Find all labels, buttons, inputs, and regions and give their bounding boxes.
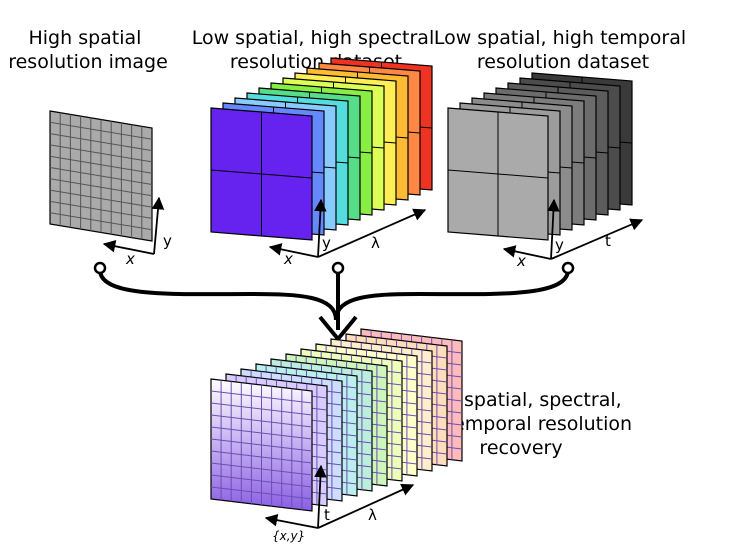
panel-high-spatial-image: x y	[49, 110, 172, 268]
wavelength-axis-arrow	[317, 208, 427, 258]
grid-line	[49, 200, 153, 219]
high-resolution-grid	[49, 110, 153, 242]
x-axis-label: x	[516, 252, 526, 270]
caption-line: resolution image	[8, 51, 168, 73]
input-node-spectral	[331, 261, 345, 275]
grid-line	[210, 474, 313, 488]
temporal-slice	[447, 107, 549, 241]
spectral-slice	[210, 107, 313, 241]
fusion-connector	[93, 261, 575, 343]
grid-line	[49, 189, 153, 208]
grid-line	[210, 169, 313, 179]
y-axis-arrow	[547, 198, 560, 260]
temporal-slice-stack	[447, 72, 633, 241]
xy-axis-label: {x,y}	[272, 529, 305, 543]
x-axis-label: x	[125, 250, 135, 268]
x-axis-arrow	[502, 245, 552, 260]
x-axis-label: x	[283, 250, 293, 268]
connector-curve-left	[98, 269, 338, 321]
y-axis-label: y	[555, 236, 564, 254]
panel-temporal-dataset: x y t	[447, 72, 644, 270]
time-axis-label: t	[605, 232, 611, 250]
wavelength-axis-label: λ	[368, 506, 377, 524]
spectral-slice-stack	[210, 57, 433, 241]
connector-curve-right	[334, 269, 570, 321]
wavelength-axis-label: λ	[371, 234, 380, 252]
caption-line: High spatial	[28, 27, 141, 49]
t-axis-arrow	[314, 464, 327, 529]
caption-line: Low spatial, high spectral	[192, 27, 435, 49]
panel-spectral-dataset: x y λ	[210, 57, 433, 268]
recovery-slice-stack	[210, 328, 463, 512]
y-axis-arrow	[151, 196, 165, 255]
caption-line: resolution dataset	[477, 51, 649, 73]
y-axis-label: y	[163, 232, 172, 250]
grid-line	[210, 438, 313, 452]
panel-recovery: {x,y} t λ	[210, 328, 463, 543]
caption-temporal-dataset: Low spatial, high temporal resolution da…	[434, 27, 692, 73]
grid-line	[210, 462, 313, 476]
grid-line	[447, 169, 549, 179]
caption-high-spatial-image: High spatial resolution image	[8, 27, 168, 73]
input-node-temporal	[561, 261, 575, 275]
grid-line	[210, 486, 313, 500]
merge-arrowhead	[318, 315, 358, 343]
grid-line	[49, 178, 153, 197]
y-axis-label: y	[322, 234, 331, 252]
caption-line: High spatial, spectral,	[414, 389, 621, 411]
wavelength-axis-arrow	[317, 483, 415, 529]
recovery-slice	[210, 378, 313, 512]
caption-line: Low spatial, high temporal	[434, 27, 686, 49]
time-axis-arrow	[550, 218, 644, 260]
grid-line	[49, 212, 153, 231]
x-axis-arrow	[268, 243, 319, 258]
caption-line: recovery	[479, 437, 562, 459]
x-axis-arrow	[102, 240, 155, 255]
input-node-image	[93, 261, 107, 275]
t-axis-label: t	[324, 506, 330, 524]
y-axis-arrow	[314, 198, 327, 258]
xy-axis-arrow	[264, 513, 319, 529]
grid-line	[210, 450, 313, 464]
grid-line	[49, 167, 153, 185]
